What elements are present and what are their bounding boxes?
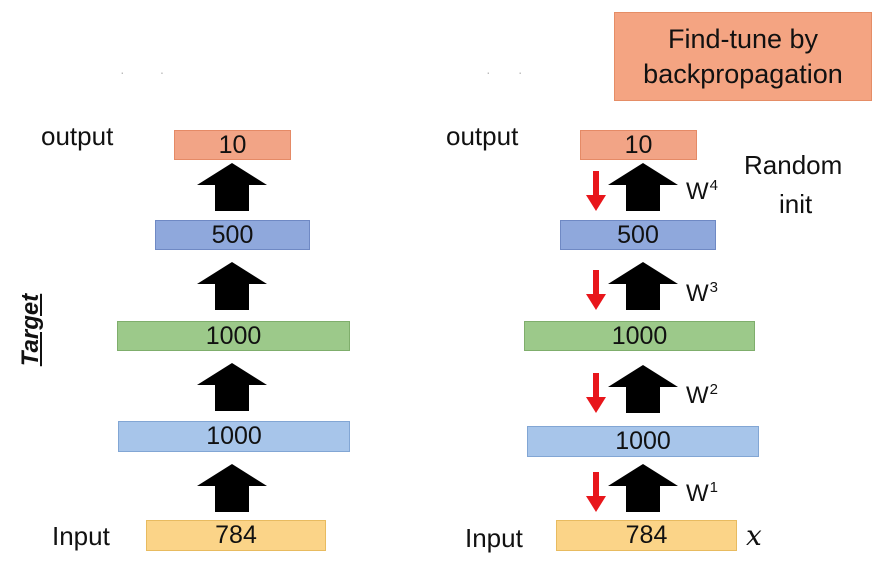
callout-line-1: Find-tune by [667, 23, 819, 54]
right-down-arrow-3 [586, 270, 606, 310]
weight-label-4: W4 [686, 177, 718, 205]
right-up-arrow-2 [608, 365, 678, 413]
left-up-arrow-1 [197, 464, 267, 512]
left-up-arrow-2 [197, 363, 267, 411]
left-up-arrow-3 [197, 262, 267, 310]
right-input-label: Input [465, 523, 523, 553]
weight-label-1: W1 [686, 479, 718, 507]
left-input-layer: 784 [146, 520, 326, 551]
target-label: Target [17, 293, 44, 367]
left-input-label: Input [52, 521, 110, 551]
right-output-label: output [446, 121, 519, 151]
weight-label-2: W2 [686, 381, 718, 409]
input-variable-x: x [746, 519, 762, 552]
right-down-arrow-1 [586, 472, 606, 512]
right-down-arrow-4 [586, 171, 606, 211]
residual-mark: · · [486, 64, 523, 80]
left-output-layer: 10 [174, 130, 291, 160]
callout-line-2: backpropagation [643, 58, 843, 89]
right-up-arrow-1 [608, 464, 678, 512]
left-hidden-layer-1000-b: 1000 [118, 421, 350, 452]
residual-mark: · · [120, 64, 165, 80]
random-init-line-1: Random [744, 150, 843, 180]
right-up-arrow-4 [608, 163, 678, 211]
left-hidden-layer-500: 500 [155, 220, 310, 250]
left-up-arrow-4 [197, 163, 267, 211]
right-hidden-layer-1000-a: 1000 [524, 321, 755, 351]
left-output-label: output [41, 121, 114, 151]
fine-tune-callout: Find-tune by backpropagation [614, 12, 872, 101]
left-hidden-layer-1000-a: 1000 [117, 321, 350, 351]
right-hidden-layer-500: 500 [560, 220, 716, 250]
right-up-arrow-3 [608, 262, 678, 310]
right-input-layer: 784 [556, 520, 737, 551]
random-init-line-2: init [779, 189, 813, 219]
right-hidden-layer-1000-b: 1000 [527, 426, 759, 457]
weight-label-3: W3 [686, 279, 718, 307]
right-output-layer: 10 [580, 130, 697, 160]
right-down-arrow-2 [586, 373, 606, 413]
